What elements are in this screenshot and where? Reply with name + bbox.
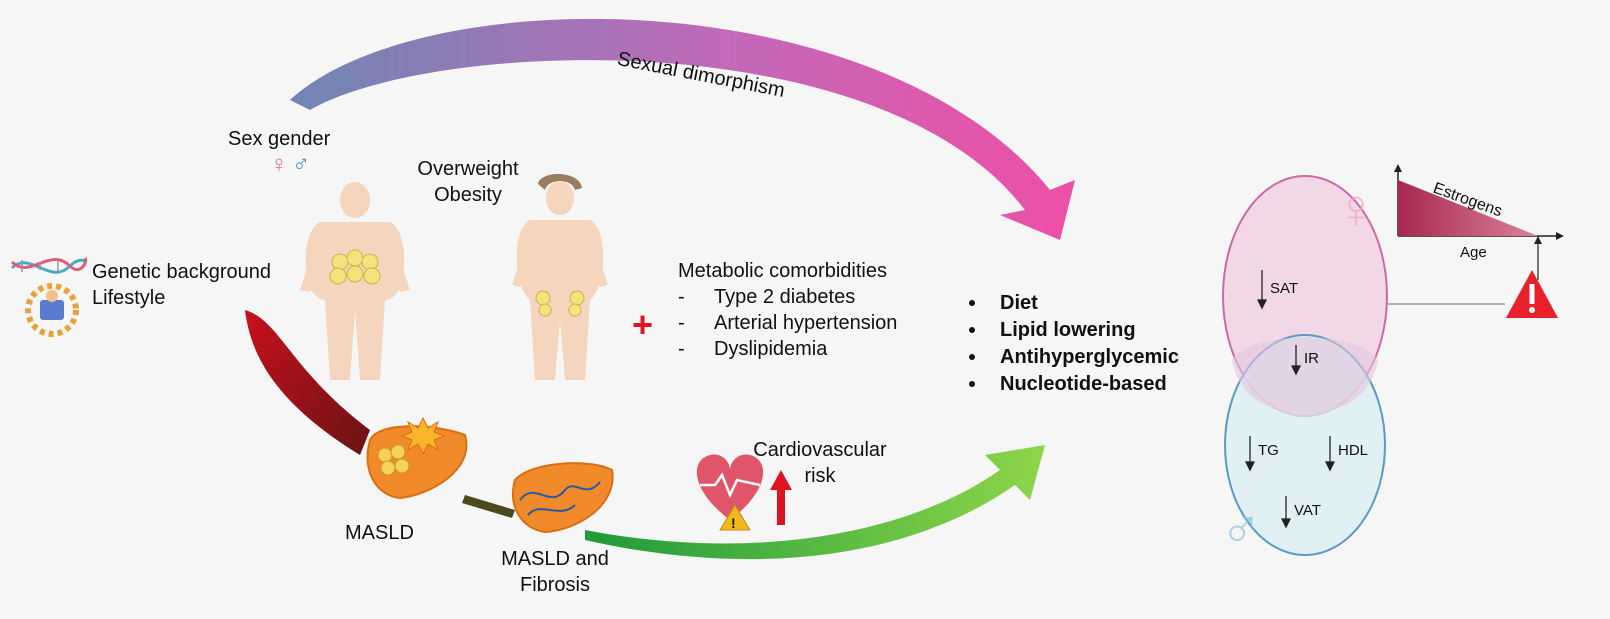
fibrosis-liver-icon (512, 462, 614, 534)
comorbidities-title: Metabolic comorbidities (678, 260, 887, 282)
comorbidities-list: -Type 2 diabetes -Arterial hypertension … (678, 284, 897, 362)
cv-risk-line1: Cardiovascular (753, 439, 887, 461)
male-symbol-large: ♂ (1220, 497, 1262, 560)
estrogen-age-chart (1394, 164, 1564, 280)
vat-label: VAT (1294, 502, 1321, 519)
treatment-bullets (969, 300, 975, 387)
tg-label: TG (1258, 442, 1279, 459)
estrogen-decline-area (1398, 180, 1538, 236)
overweight-label: Overweight (417, 158, 519, 180)
masld-fibrosis-label: MASLD and Fibrosis (495, 546, 615, 598)
lifestyle-label: Lifestyle (92, 287, 166, 309)
age-label: Age (1460, 244, 1487, 261)
lifestyle-icon (25, 283, 79, 337)
female-symbol-large: ♀ (1335, 177, 1377, 240)
comorbidity-item: -Type 2 diabetes (678, 286, 856, 308)
ir-label: IR (1304, 350, 1319, 367)
red-arrow (245, 310, 370, 455)
sex-gender-label: Sex gender (228, 128, 331, 150)
overweight-obesity-label: Overweight Obesity (408, 156, 528, 208)
treatment-item: Nucleotide-based (1000, 373, 1167, 395)
genetic-lifestyle-label: Genetic background Lifestyle (92, 259, 271, 311)
sexual-dimorphism-arrow (290, 18, 1075, 240)
cardiovascular-risk-label: Cardiovascular risk (740, 437, 900, 489)
masld-fibrosis-line2: Fibrosis (519, 574, 590, 596)
green-arrow (585, 445, 1045, 560)
comorbidity-item: -Dyslipidemia (678, 338, 828, 360)
female-symbol-small: ♀ (270, 151, 288, 178)
comorbidity-item: -Arterial hypertension (678, 312, 898, 334)
comorbidities-block: Metabolic comorbidities -Type 2 diabetes… (678, 258, 897, 362)
overlap-region (1232, 337, 1378, 415)
treatment-item: Diet (1000, 292, 1038, 314)
risk-increase-arrow (770, 470, 792, 525)
masld-liver-icon (366, 416, 468, 500)
treatments-list: Diet Lipid lowering Antihyperglycemic Nu… (1000, 290, 1179, 398)
treatment-item: Lipid lowering (1000, 319, 1136, 341)
liver-connector (462, 495, 515, 518)
female-obese-body-icon (512, 173, 608, 380)
cv-risk-line2: risk (804, 465, 836, 487)
hdl-label: HDL (1338, 442, 1369, 459)
dna-icon (10, 257, 88, 274)
warning-icon (1506, 270, 1558, 318)
plus-sign: + (632, 304, 653, 345)
genetic-background-label: Genetic background (92, 261, 272, 283)
masld-fibrosis-line1: MASLD and (501, 548, 609, 570)
male-obese-body-icon (300, 182, 410, 380)
masld-label: MASLD (345, 522, 414, 544)
sat-label: SAT (1270, 280, 1299, 297)
treatment-item: Antihyperglycemic (1000, 346, 1179, 368)
obesity-label: Obesity (434, 184, 502, 206)
venn-down-arrows (1244, 270, 1336, 529)
svg-text:!: ! (731, 515, 736, 531)
male-symbol-small: ♂ (292, 151, 310, 178)
heart-warning-icon: ! (696, 454, 764, 531)
